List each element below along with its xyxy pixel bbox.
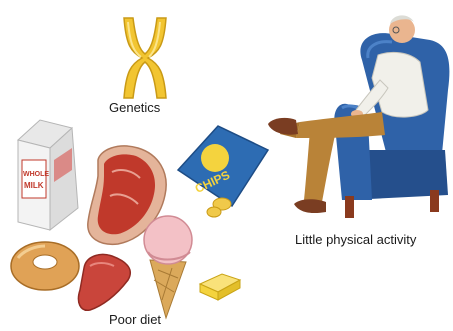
physical-activity-label: Little physical activity (295, 232, 416, 247)
donut-icon (11, 242, 79, 290)
milk-carton-text-1: WHOLE (23, 171, 49, 178)
milk-carton-icon: WHOLE MILK (18, 120, 78, 230)
ice-cream-cone-icon (144, 216, 192, 318)
butter-icon (200, 274, 240, 300)
sausage-icon (78, 255, 130, 311)
genetics-label: Genetics (109, 100, 160, 115)
chromosome-icon (124, 18, 166, 98)
poor-diet-label: Poor diet (109, 312, 161, 327)
chips-bag-icon: CHIPS (178, 126, 268, 217)
milk-carton-text-2: MILK (24, 181, 44, 190)
armchair-man-illustration (268, 15, 449, 218)
